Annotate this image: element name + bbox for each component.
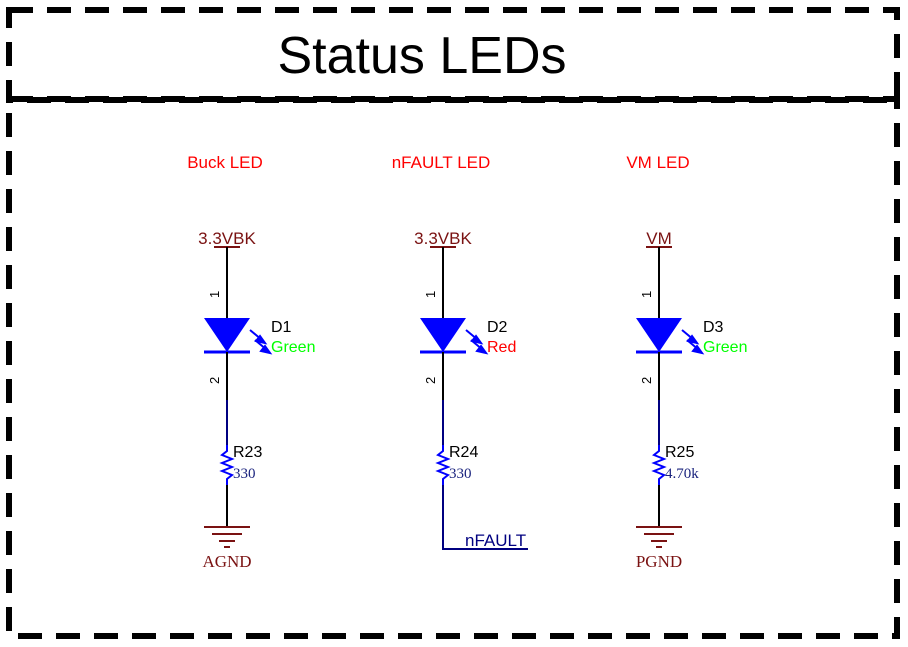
content-frame [6, 96, 900, 639]
led-emission-arrows [681, 329, 705, 355]
supply-net-label: 3.3VBK [198, 229, 256, 248]
resistor-ref: R25 [665, 444, 694, 461]
led-emission-arrows [249, 329, 273, 355]
resistor-ref: R24 [449, 444, 478, 461]
ground-net-label: PGND [636, 552, 682, 571]
page-title: Status LEDs [277, 27, 566, 85]
resistor-symbol [435, 445, 451, 485]
supply-net-label: 3.3VBK [414, 229, 472, 248]
circuit-buck-led: Buck LED 3.3VBK 1 D1 Green 2 R23 330 AGN… [187, 153, 315, 571]
resistor-value: 330 [233, 466, 256, 482]
section-label: nFAULT LED [392, 153, 491, 172]
led-color-label: Green [271, 339, 315, 356]
resistor-ref: R23 [233, 444, 262, 461]
led-symbol [204, 318, 250, 352]
section-label: VM LED [626, 153, 689, 172]
pin-number: 1 [639, 291, 654, 298]
pin-number: 1 [423, 291, 438, 298]
section-label: Buck LED [187, 153, 263, 172]
led-symbol [636, 318, 682, 352]
led-ref: D3 [703, 319, 724, 336]
pin-number: 2 [423, 377, 438, 384]
pin-number: 2 [207, 377, 222, 384]
led-symbol [420, 318, 466, 352]
led-ref: D1 [271, 319, 292, 336]
resistor-value: 330 [449, 466, 472, 482]
led-color-label: Green [703, 339, 747, 356]
led-ref: D2 [487, 319, 508, 336]
supply-net-label: VM [646, 229, 672, 248]
ground-symbol [636, 526, 682, 548]
pin-number: 1 [207, 291, 222, 298]
title-frame [6, 7, 900, 103]
ground-symbol [204, 526, 250, 548]
led-emission-arrows [465, 329, 489, 355]
circuit-vm-led: VM LED VM 1 D3 Green 2 R25 4.70k PGND [626, 153, 747, 571]
nfault-net-label: nFAULT [465, 531, 526, 550]
led-color-label: Red [487, 339, 516, 356]
circuit-nfault-led: nFAULT LED 3.3VBK 1 D2 Red 2 R24 330 nFA… [392, 153, 528, 550]
pin-number: 2 [639, 377, 654, 384]
resistor-value: 4.70k [665, 466, 699, 482]
nfault-wire [442, 485, 528, 550]
ground-net-label: AGND [202, 552, 251, 571]
resistor-symbol [219, 445, 235, 485]
resistor-symbol [651, 445, 667, 485]
